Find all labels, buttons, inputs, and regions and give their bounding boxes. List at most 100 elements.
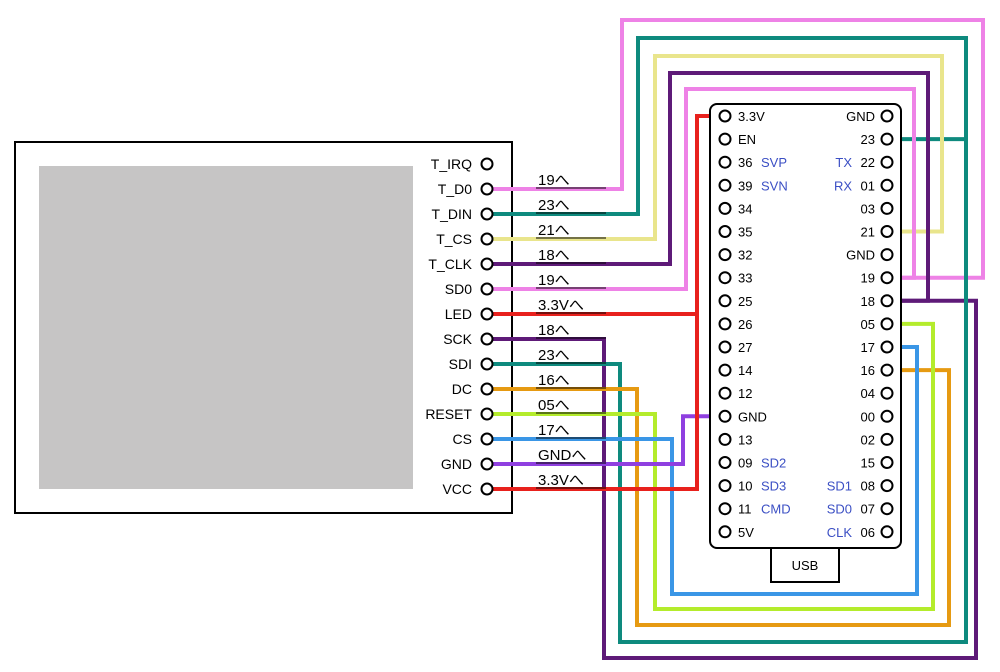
esp32-right-pin xyxy=(880,317,894,331)
esp32-left-pin xyxy=(718,109,732,123)
display-pin-label: GND xyxy=(441,456,472,472)
esp32-right-pin-label: 02 xyxy=(861,432,875,447)
connection-label: 3.3Vへ xyxy=(538,472,584,489)
display-pin xyxy=(480,282,494,296)
display-pin-label: T_DIN xyxy=(432,206,472,222)
display-pin xyxy=(480,157,494,171)
esp32-left-pin xyxy=(718,178,732,192)
esp32-right-pin-label: 08 xyxy=(861,479,875,494)
esp32-right-pin-label: 06 xyxy=(861,525,875,540)
esp32-right-pin-alt-label: TX xyxy=(835,155,852,170)
esp32-left-pin-label: 5V xyxy=(738,525,754,540)
display-pin xyxy=(480,257,494,271)
wire-sd0-to-19 xyxy=(487,87,916,291)
esp32-left-pin-label: 10 xyxy=(738,479,752,494)
connection-label: 16へ xyxy=(538,372,570,389)
display-pin xyxy=(480,357,494,371)
connection-label: 19へ xyxy=(538,272,570,289)
esp32-left-pin-label: 27 xyxy=(738,340,752,355)
esp32-left-pin xyxy=(718,317,732,331)
connection-label: 18へ xyxy=(538,247,570,264)
display-pin-label: DC xyxy=(452,381,472,397)
esp32-left-pin-alt-label: SD3 xyxy=(761,479,786,494)
esp32-left-pin xyxy=(718,363,732,377)
esp32-left-pin-label: 11 xyxy=(738,502,752,517)
esp32-right-pin xyxy=(880,386,894,400)
wire-sck-to-18 xyxy=(487,298,978,660)
esp32-left-pin-alt-label: CMD xyxy=(761,502,791,517)
esp32-left-pin-label: 26 xyxy=(738,317,752,332)
esp32-left-pin-alt-label: SVP xyxy=(761,155,787,170)
esp32-left-pin-label: 33 xyxy=(738,271,752,286)
esp32-right-pin-label: 00 xyxy=(861,409,875,424)
esp32-left-pin xyxy=(718,409,732,423)
esp32-right-pin-label: 23 xyxy=(861,132,875,147)
esp32-right-pin xyxy=(880,432,894,446)
esp32-left-pin-label: EN xyxy=(738,132,756,147)
esp32-right-pin-label: 18 xyxy=(861,294,875,309)
esp32-left-pin-label: 12 xyxy=(738,386,752,401)
esp32-right-pin-label: GND xyxy=(846,248,875,263)
display-pin-label: CS xyxy=(453,431,472,447)
esp32-left-pin-label: 36 xyxy=(738,155,752,170)
esp32-right-pin xyxy=(880,225,894,238)
esp32-left-pin xyxy=(718,155,732,169)
esp32-left-pin xyxy=(718,340,732,354)
esp32-right-pin xyxy=(880,456,894,469)
connection-label: 23へ xyxy=(538,197,570,214)
display-pin-label: T_D0 xyxy=(438,181,472,197)
wire-reset-to-05 xyxy=(487,321,935,611)
esp32-right-pin xyxy=(880,409,894,423)
display-pin-label: SDI xyxy=(449,356,472,372)
esp32-right-pin-label: 15 xyxy=(861,456,875,471)
display-pin-label: RESET xyxy=(425,406,472,422)
esp32-right-pin-label: 01 xyxy=(861,178,875,193)
esp32-right-pin-label: GND xyxy=(846,109,875,124)
esp32-left-pin-label: 32 xyxy=(738,248,752,263)
esp32-left-pin xyxy=(718,525,732,539)
esp32-right-pin-label: 21 xyxy=(861,225,875,240)
usb-connector xyxy=(770,547,840,583)
esp32-left-pin-label: GND xyxy=(738,409,767,424)
esp32-right-pin-alt-label: SD1 xyxy=(827,479,852,494)
wire-t-cs-to-21 xyxy=(487,54,944,241)
esp32-right-pin-alt-label: CLK xyxy=(827,525,853,540)
display-pin xyxy=(480,182,494,196)
display-pin-label: VCC xyxy=(442,481,472,497)
esp32-left-pin xyxy=(718,225,732,238)
esp32-right-pin-label: 16 xyxy=(861,363,875,378)
esp32-left-pin xyxy=(718,479,732,493)
esp32-right-pin xyxy=(880,479,894,493)
esp32-right-pin xyxy=(880,340,894,354)
connection-label: 05へ xyxy=(538,397,570,414)
esp32-left-pin-label: 39 xyxy=(738,178,752,193)
esp32-left-pin-label: 13 xyxy=(738,432,752,447)
esp32-left-pin xyxy=(718,502,732,516)
connection-label: 23へ xyxy=(538,347,570,364)
wire-t-din-to-23 xyxy=(487,36,968,216)
esp32-left-pin-alt-label: SD2 xyxy=(761,456,786,471)
connection-label: 3.3Vへ xyxy=(538,297,584,314)
esp32-left-pin xyxy=(718,248,732,262)
esp32-left-pin-label: 3.3V xyxy=(738,109,765,124)
wire-gnd-to-gnd xyxy=(487,414,725,466)
wire-sdi-to-23 xyxy=(487,139,968,644)
esp32-left-pin xyxy=(718,201,732,215)
esp32-right-header: GND2322TX01RX0321GND19180517160400021508… xyxy=(827,109,875,540)
esp32-right-pin xyxy=(880,109,894,123)
esp32-right-pin-label: 19 xyxy=(861,271,875,286)
esp32-right-pin-alt-label: SD0 xyxy=(827,502,852,517)
wire-labels: 19へ23へ21へ18へ19へ3.3Vへ18へ23へ16へ05へ17へGNDへ3… xyxy=(536,172,606,489)
connection-label: 19へ xyxy=(538,172,570,189)
esp32-right-pin-label: 04 xyxy=(861,386,875,401)
wire-cs-to-17 xyxy=(487,345,919,596)
wire-vcc-to-3v3 xyxy=(487,314,699,491)
display-pin-header: T_IRQT_D0T_DINT_CST_CLKSD0LEDSCKSDIDCRES… xyxy=(425,156,472,497)
connection-label: 18へ xyxy=(538,322,570,339)
esp32-left-pin xyxy=(718,456,732,469)
esp32-right-pin-alt-label: RX xyxy=(834,178,852,193)
esp32-right-pin-label: 05 xyxy=(861,317,875,332)
display-pin xyxy=(480,332,494,346)
